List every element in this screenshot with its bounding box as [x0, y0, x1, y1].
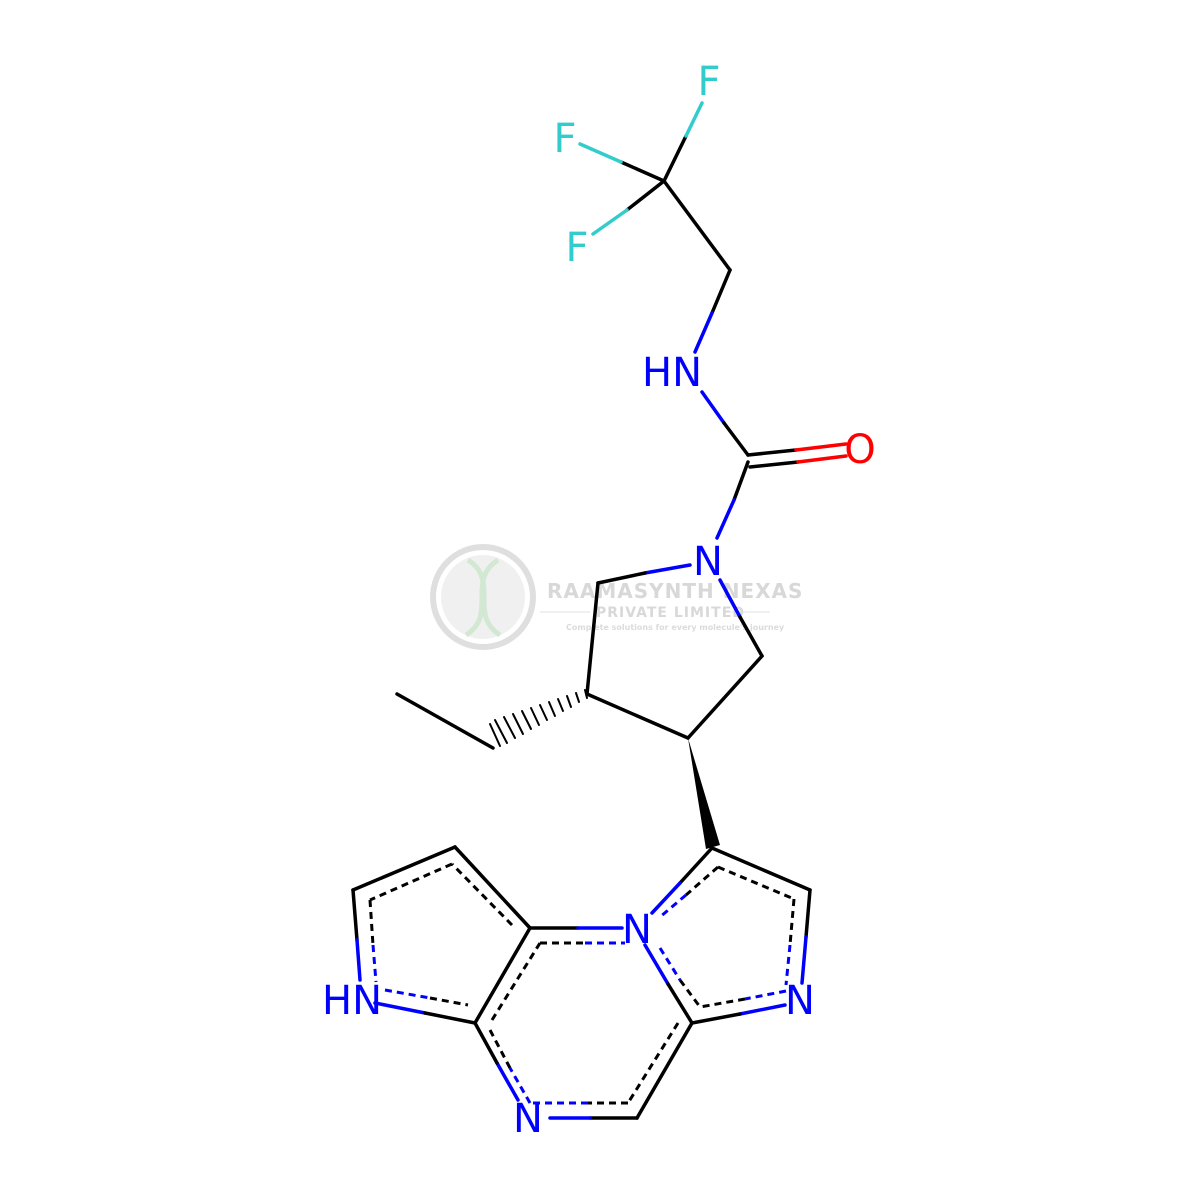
fluorine-atom-2: F: [553, 116, 576, 162]
pyrrolidine-bonds: [585, 563, 764, 740]
imidazole-nitrogen-atom: N: [785, 978, 815, 1024]
ethyl-substituent: [395, 689, 588, 750]
amide-nh-atom: HN: [642, 350, 702, 396]
stereo-wedge: [688, 738, 720, 849]
watermark-company: RAAMASYNTH NEXAS: [547, 579, 803, 603]
trifluoromethyl-bonds: [578, 101, 732, 272]
amide-bonds: [693, 268, 848, 540]
watermark: RAAMASYNTH NEXAS PRIVATE LIMITED Complet…: [430, 544, 803, 650]
carbonyl-oxygen-atom: O: [844, 427, 875, 473]
pyrazine-nitrogen-atom: N: [513, 1096, 543, 1142]
dna-helix-icon: [430, 544, 536, 650]
aromatic-dashes: [368, 862, 796, 1105]
fluorine-atom-3: F: [565, 225, 588, 271]
tricyclic-bonds: [351, 845, 812, 1120]
bridgehead-nitrogen-atom: N: [622, 907, 652, 953]
pyrrolidine-nitrogen-atom: N: [693, 539, 723, 585]
watermark-tagline: Complete solutions for every molecule's …: [566, 623, 785, 632]
watermark-subtitle: PRIVATE LIMITED: [596, 605, 745, 621]
pyrrole-nh-atom: HN: [322, 978, 382, 1024]
fluorine-atom-1: F: [697, 59, 720, 105]
